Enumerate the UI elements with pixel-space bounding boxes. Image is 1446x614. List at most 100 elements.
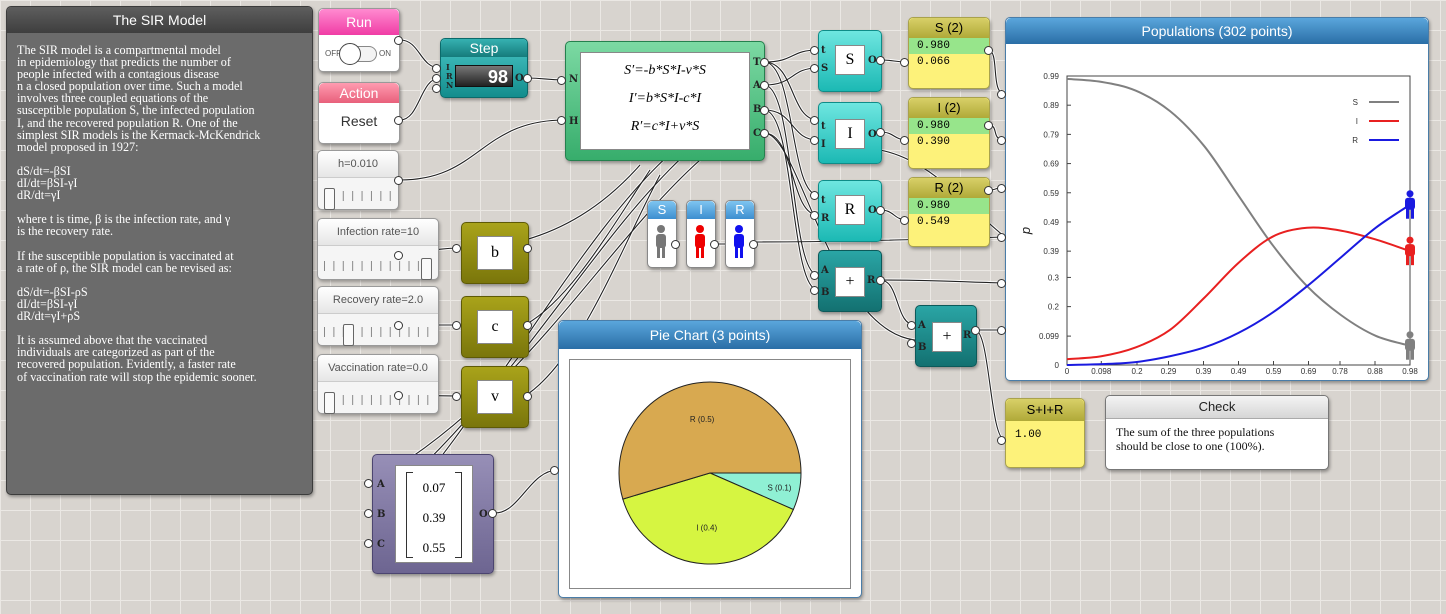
display-s: S (2) 0.980 0.066 xyxy=(908,17,990,89)
connector-port[interactable] xyxy=(997,90,1006,99)
infection-rate-label: Infection rate=10 xyxy=(318,219,438,246)
connector-port[interactable] xyxy=(876,206,885,215)
connector-port[interactable] xyxy=(997,136,1006,145)
connector-port[interactable] xyxy=(900,136,909,145)
y-tick-label: 0.2 xyxy=(1048,303,1060,312)
info-line xyxy=(17,238,306,250)
connector-port[interactable] xyxy=(907,339,916,348)
connector-port[interactable] xyxy=(523,392,532,401)
connector-port[interactable] xyxy=(810,116,819,125)
reset-button[interactable]: Reset xyxy=(340,113,378,129)
connector-port[interactable] xyxy=(394,251,403,260)
connector-port[interactable] xyxy=(394,391,403,400)
connector-port[interactable] xyxy=(997,184,1006,193)
y-tick-label: 0.79 xyxy=(1043,130,1059,139)
node-i[interactable]: I t I O xyxy=(818,102,882,164)
connector-port[interactable] xyxy=(760,81,769,90)
connector-port[interactable] xyxy=(557,116,566,125)
connector-port[interactable] xyxy=(364,509,373,518)
connector-port[interactable] xyxy=(997,279,1006,288)
sir-button-r[interactable]: R xyxy=(725,200,755,268)
connector-port[interactable] xyxy=(760,129,769,138)
connector-port[interactable] xyxy=(984,121,993,130)
connector-port[interactable] xyxy=(452,244,461,253)
run-toggle[interactable]: OFF ON xyxy=(323,43,393,65)
connector-port[interactable] xyxy=(810,136,819,145)
equation-box: S′=-b*S*I-v*S I′=b*S*I-c*I R′=c*I+v*S xyxy=(580,52,750,150)
connector-port[interactable] xyxy=(810,286,819,295)
connector-port[interactable] xyxy=(971,326,980,335)
connector-port[interactable] xyxy=(810,271,819,280)
connector-port[interactable] xyxy=(488,509,497,518)
legend-label-i: I xyxy=(1356,117,1358,126)
connector-port[interactable] xyxy=(364,479,373,488)
connector-port[interactable] xyxy=(550,466,559,475)
connector-port[interactable] xyxy=(900,216,909,225)
param-b-node[interactable]: b xyxy=(461,222,529,284)
recovery-rate-track[interactable] xyxy=(324,324,432,346)
connector-port[interactable] xyxy=(394,36,403,45)
toggle-knob[interactable] xyxy=(339,43,361,65)
connector-port[interactable] xyxy=(394,321,403,330)
info-panel: The SIR Model The SIR model is a compart… xyxy=(6,6,313,495)
connector-port[interactable] xyxy=(671,240,680,249)
x-tick-label: 0.2 xyxy=(1131,367,1143,376)
connector-port[interactable] xyxy=(984,186,993,195)
node-s[interactable]: S t S O xyxy=(818,30,882,92)
connector-port[interactable] xyxy=(452,321,461,330)
node-plus-2-label: + xyxy=(932,322,962,352)
connector-port[interactable] xyxy=(900,58,909,67)
vaccination-rate-knob[interactable] xyxy=(324,392,335,414)
connector-port[interactable] xyxy=(760,58,769,67)
y-tick-label: 0.39 xyxy=(1043,247,1059,256)
vaccination-rate-track[interactable] xyxy=(324,392,432,414)
connector-port[interactable] xyxy=(810,211,819,220)
sir-button-s[interactable]: S xyxy=(647,200,677,268)
matrix-node[interactable]: 0.07 0.39 0.55 A B C O xyxy=(372,454,494,574)
connector-port[interactable] xyxy=(432,74,441,83)
connector-port[interactable] xyxy=(432,84,441,93)
h-slider-track[interactable] xyxy=(324,188,392,210)
connector-port[interactable] xyxy=(557,76,566,85)
display-r-value-2: 0.549 xyxy=(917,216,951,228)
info-line: dI/dt=βSI-γI xyxy=(17,176,78,191)
connector-port[interactable] xyxy=(523,321,532,330)
connector-port[interactable] xyxy=(810,64,819,73)
connector-port[interactable] xyxy=(523,244,532,253)
connector-port[interactable] xyxy=(876,128,885,137)
connector-port[interactable] xyxy=(997,436,1006,445)
h-slider-knob[interactable] xyxy=(324,188,335,210)
connector-port[interactable] xyxy=(432,64,441,73)
pie-chart-frame: S (0.1)I (0.4)R (0.5) xyxy=(569,359,851,589)
connector-port[interactable] xyxy=(907,321,916,330)
connector-port[interactable] xyxy=(523,74,532,83)
node-r[interactable]: R t R O xyxy=(818,180,882,242)
person-icon-part xyxy=(1406,208,1409,219)
connector-port[interactable] xyxy=(394,116,403,125)
equation-node[interactable]: S′=-b*S*I-v*S I′=b*S*I-c*I R′=c*I+v*S N … xyxy=(565,41,765,161)
connector-port[interactable] xyxy=(997,326,1006,335)
y-tick-label: 0.99 xyxy=(1043,72,1059,81)
connector-port[interactable] xyxy=(810,191,819,200)
connector-port[interactable] xyxy=(810,46,819,55)
connector-port[interactable] xyxy=(364,539,373,548)
sir-button-i[interactable]: I xyxy=(686,200,716,268)
connector-port[interactable] xyxy=(452,392,461,401)
connector-port[interactable] xyxy=(749,240,758,249)
node-plus-1[interactable]: + A B R xyxy=(818,250,882,312)
connector-port[interactable] xyxy=(710,240,719,249)
connector-port[interactable] xyxy=(997,233,1006,242)
connector-port[interactable] xyxy=(876,276,885,285)
connector-port[interactable] xyxy=(876,56,885,65)
node-plus-2[interactable]: + A B R xyxy=(915,305,977,367)
infection-rate-knob[interactable] xyxy=(421,258,432,280)
recovery-rate-knob[interactable] xyxy=(343,324,355,346)
connector-port[interactable] xyxy=(984,46,993,55)
connector-port[interactable] xyxy=(394,176,403,185)
info-line: people infected with a contagious diseas… xyxy=(17,67,220,82)
pie-chart-panel: Pie Chart (3 points) S (0.1)I (0.4)R (0.… xyxy=(558,320,862,598)
connector-port[interactable] xyxy=(760,106,769,115)
param-v-node[interactable]: v xyxy=(461,366,529,428)
infection-rate-track[interactable] xyxy=(324,258,432,280)
param-c-node[interactable]: c xyxy=(461,296,529,358)
